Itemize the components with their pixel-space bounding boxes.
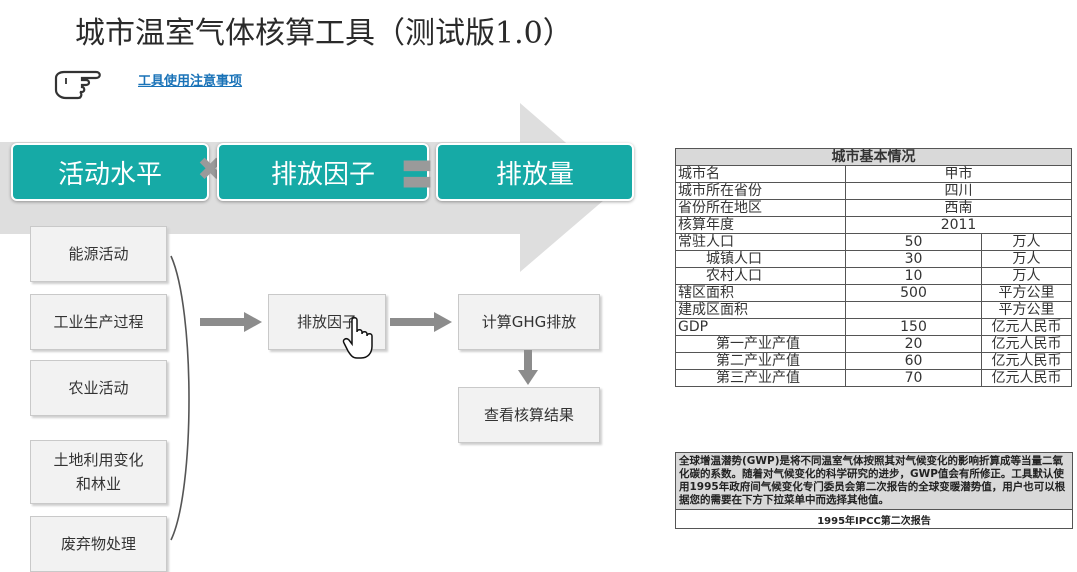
row-unit: 平方公里 [980,284,1073,302]
row-label: 建成区面积 [675,301,846,319]
emission-factor-button[interactable]: 排放因子 [268,294,386,350]
row-unit: 万人 [980,250,1073,268]
table-row: 城市名 甲市 [675,165,1073,183]
row-label: 第二产业产值 [675,352,846,370]
table-row: 常驻人口 50 万人 [675,233,1073,251]
sector-energy-button[interactable]: 能源活动 [30,226,167,282]
emission-box: 排放量 [436,143,634,201]
row-label: 城市所在省份 [675,182,846,200]
row-value[interactable]: 60 [845,352,982,370]
table-row: 辖区面积 500 平方公里 [675,284,1073,302]
row-value[interactable]: 20 [845,335,982,353]
activity-level-box: 活动水平 [11,143,209,201]
gwp-report-select[interactable]: 1995年IPCC第二次报告 [676,509,1072,528]
row-unit: 亿元人民币 [980,352,1073,370]
row-value[interactable]: 30 [845,250,982,268]
arrow-right-icon [200,312,262,332]
table-header: 城市基本情况 [674,148,1073,166]
sector-waste-button[interactable]: 废弃物处理 [30,516,167,572]
city-info-table: 城市基本情况 城市名 甲市 城市所在省份 四川 省份所在地区 西南 核算年度 2… [674,148,1073,387]
row-label: 常驻人口 [675,233,846,251]
sector-industry-button[interactable]: 工业生产过程 [30,294,167,350]
equals-icon: 〓 [401,156,434,194]
table-row: 城市所在省份 四川 [675,182,1073,200]
row-unit: 万人 [980,233,1073,251]
table-row: 农村人口 10 万人 [675,267,1073,285]
row-value[interactable]: 2011 [844,216,1073,234]
row-label: 核算年度 [675,216,846,234]
usage-notice-link[interactable]: 工具使用注意事项 [138,74,243,89]
row-unit: 亿元人民币 [980,369,1073,387]
table-row: 省份所在地区 西南 [675,199,1073,217]
table-header-row: 城市基本情况 [674,148,1073,166]
gwp-note-text: 全球增温潜势(GWP)是将不同温室气体按照其对气候变化的影响折算成等当量二氧化碳… [676,453,1072,509]
calculate-ghg-button[interactable]: 计算GHG排放 [458,294,600,350]
row-value[interactable]: 150 [845,318,982,336]
sector-agriculture-button[interactable]: 农业活动 [30,360,167,416]
table-row: 建成区面积 平方公里 [675,301,1073,319]
row-value[interactable]: 500 [845,284,982,302]
arrow-down-icon [518,350,538,385]
row-value[interactable] [845,301,982,319]
table-row: 城镇人口 30 万人 [675,250,1073,268]
table-row: 核算年度 2011 [675,216,1073,234]
page-title: 城市温室气体核算工具（测试版1.0） [75,16,573,51]
row-value[interactable]: 10 [845,267,982,285]
table-row: GDP 150 亿元人民币 [675,318,1073,336]
row-unit: 万人 [980,267,1073,285]
row-label: 第三产业产值 [675,369,846,387]
gwp-note-panel: 全球增温潜势(GWP)是将不同温室气体按照其对气候变化的影响折算成等当量二氧化碳… [675,452,1073,529]
row-label: 辖区面积 [675,284,846,302]
table-row: 第二产业产值 60 亿元人民币 [675,352,1073,370]
view-results-button[interactable]: 查看核算结果 [458,387,600,443]
row-unit: 亿元人民币 [980,335,1073,353]
row-value[interactable]: 四川 [844,182,1073,200]
arrow-right-icon [390,312,452,332]
row-label: GDP [675,318,846,336]
table-row: 第三产业产值 70 亿元人民币 [675,369,1073,387]
row-label: 第一产业产值 [675,335,846,353]
sector-landuse-button[interactable]: 土地利用变化 和林业 [30,440,167,504]
row-value[interactable]: 西南 [844,199,1073,217]
sector-bracket [170,255,190,541]
pointing-hand-icon [54,70,101,100]
row-unit: 亿元人民币 [980,318,1073,336]
hand-cursor-icon [342,317,373,359]
table-row: 第一产业产值 20 亿元人民币 [675,335,1073,353]
emission-factor-box: 排放因子 [217,143,429,201]
row-label: 城镇人口 [675,250,846,268]
row-unit: 平方公里 [980,301,1073,319]
row-label: 农村人口 [675,267,846,285]
row-label: 城市名 [675,165,846,183]
row-label: 省份所在地区 [675,199,846,217]
row-value[interactable]: 甲市 [844,165,1073,183]
row-value[interactable]: 50 [845,233,982,251]
row-value[interactable]: 70 [845,369,982,387]
